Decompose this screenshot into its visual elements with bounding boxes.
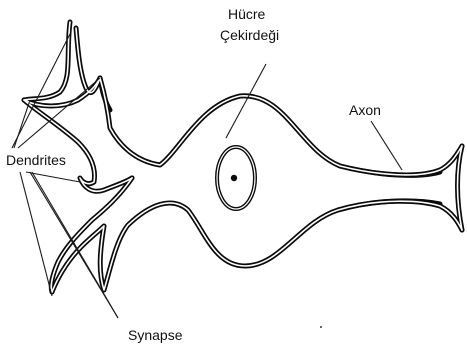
cell-body-lower-edge	[52, 201, 462, 292]
nucleolus-dot	[231, 175, 237, 181]
dendrites-pointer-4	[20, 172, 52, 296]
nucleus	[217, 147, 255, 209]
synapse-label: Synapse	[128, 327, 183, 343]
dendrites-label: Dendrites	[6, 152, 66, 168]
labels: Hücre Çekirdeği Axon Dendrites Synapse	[6, 6, 381, 343]
dendrite-notch-upper	[24, 100, 132, 191]
axon-label: Axon	[349, 102, 381, 118]
neuron-outline	[24, 22, 462, 292]
stray-dot	[320, 326, 322, 328]
synapse-pointer-2	[104, 294, 118, 318]
nucleus-label-line2: Çekirdeği	[220, 27, 279, 43]
nucleus-label-line1: Hücre	[228, 6, 266, 22]
dendrites-pointer-5	[26, 172, 80, 182]
axon-pointer	[371, 121, 402, 170]
dendrites-pointer-2	[14, 100, 30, 148]
pointer-lines	[12, 34, 402, 318]
cell-body-upper-edge	[24, 22, 462, 175]
